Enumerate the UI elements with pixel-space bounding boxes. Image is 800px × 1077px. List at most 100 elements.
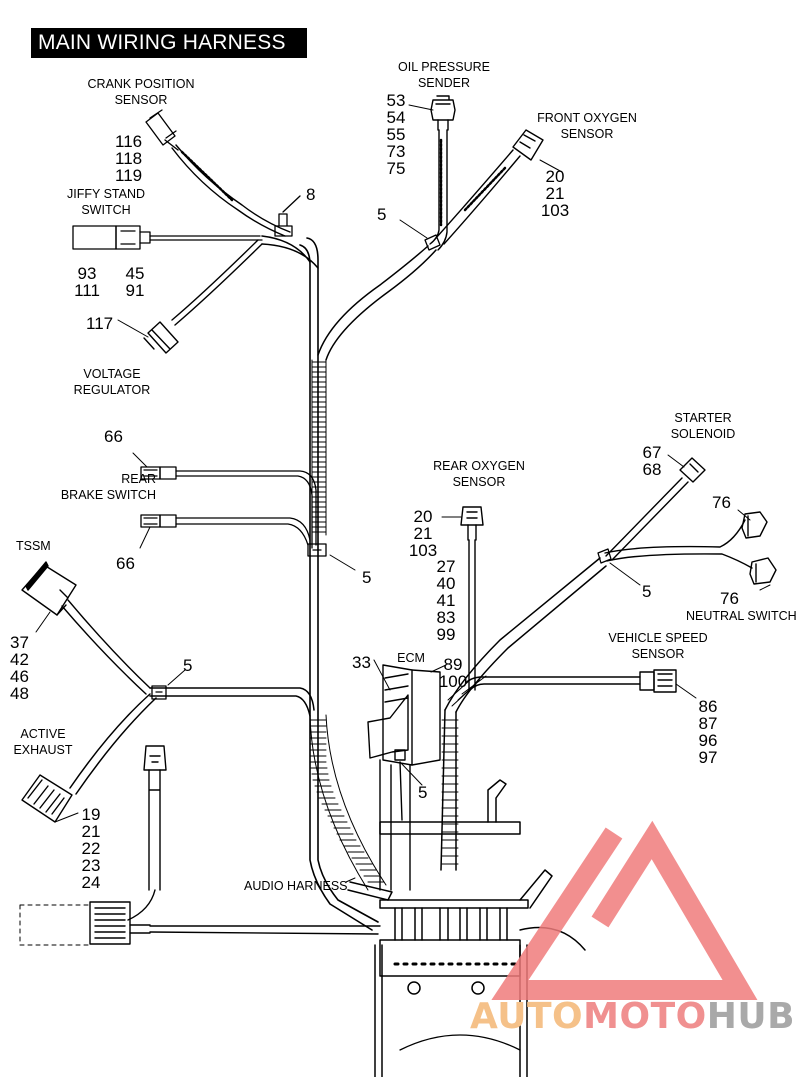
callout-front-oxygen: 20 21 103 bbox=[536, 168, 574, 219]
callout-jiffy-right: 45 91 bbox=[120, 265, 150, 299]
callout-number: 100 bbox=[438, 672, 468, 691]
label-active-exhaust: ACTIVE EXHAUST bbox=[8, 726, 78, 758]
callout-number: 41 bbox=[436, 591, 456, 610]
label-line: SWITCH bbox=[81, 203, 131, 217]
callout-starter: 67 68 bbox=[640, 444, 664, 478]
rear-brake-switch-upper bbox=[132, 452, 317, 549]
callout-number: 99 bbox=[436, 625, 456, 644]
vehicle-speed-sensor bbox=[465, 669, 697, 699]
callout-number: 103 bbox=[408, 541, 438, 560]
label-line: SENSOR bbox=[560, 127, 614, 141]
callout-jiffy-left: 93 111 bbox=[70, 265, 104, 299]
callout-crank: 116 118 119 bbox=[115, 133, 142, 184]
label-line: SENDER bbox=[417, 76, 471, 90]
callout-number: 42 bbox=[10, 650, 29, 669]
callout-89-100: 89 100 bbox=[436, 656, 470, 690]
label-oil-pressure-sender: OIL PRESSURE SENDER bbox=[384, 59, 504, 91]
crank-sensor-wire bbox=[164, 139, 291, 237]
label-line: EXHAUST bbox=[13, 743, 73, 757]
rear-brake-switch-lower bbox=[139, 514, 311, 549]
left-branch bbox=[69, 687, 315, 795]
callout-number: 53 bbox=[386, 91, 406, 110]
callout-number: 55 bbox=[386, 125, 406, 144]
lower-left-connector bbox=[19, 901, 381, 946]
starter-solenoid bbox=[605, 454, 706, 561]
neutral-switch bbox=[604, 509, 777, 591]
callout-number: 73 bbox=[386, 142, 406, 161]
callout-number: 45 bbox=[125, 264, 145, 283]
label-line: REAR bbox=[121, 472, 156, 486]
callout-rear-oxygen: 20 21 103 bbox=[404, 508, 442, 559]
clip-8 bbox=[274, 195, 301, 237]
label-crank-position-sensor: CRANK POSITION SENSOR bbox=[80, 76, 202, 108]
callout-number: 21 bbox=[81, 822, 101, 841]
label-starter-solenoid: STARTER SOLENOID bbox=[652, 410, 754, 442]
oil-pressure-sender bbox=[408, 95, 456, 251]
label-line: SENSOR bbox=[452, 475, 506, 489]
callout-number: 83 bbox=[436, 608, 456, 627]
callout-76-lower: 76 bbox=[720, 589, 739, 608]
callout-number: 24 bbox=[81, 873, 101, 892]
callout-number: 19 bbox=[81, 805, 101, 824]
watermark-logo: AUTOMOTOHUB bbox=[470, 996, 795, 1037]
label-neutral-switch: NEUTRAL SWITCH bbox=[686, 609, 797, 623]
crank-sensor-connector bbox=[145, 109, 177, 146]
callout-76-upper: 76 bbox=[712, 493, 731, 512]
label-voltage-regulator: VOLTAGE REGULATOR bbox=[56, 366, 168, 398]
jiffy-stand-switch bbox=[72, 225, 263, 250]
label-line: SENSOR bbox=[114, 93, 168, 107]
callout-number: 118 bbox=[115, 149, 143, 168]
ecm-module bbox=[367, 659, 447, 891]
callout-number: 116 bbox=[115, 132, 143, 151]
callout-number: 96 bbox=[698, 731, 718, 750]
callout-number: 21 bbox=[545, 184, 565, 203]
rear-oxygen-sensor bbox=[441, 506, 484, 691]
watermark-text-hub: HUB bbox=[706, 996, 796, 1037]
callout-number: 68 bbox=[642, 460, 662, 479]
conduit-lower bbox=[309, 714, 387, 891]
callout-5-front: 5 bbox=[377, 205, 387, 224]
callout-number: 21 bbox=[413, 524, 433, 543]
callout-active-exhaust: 19 21 22 23 24 bbox=[78, 806, 104, 891]
label-line: OIL PRESSURE bbox=[398, 60, 490, 74]
callout-number: 87 bbox=[698, 714, 718, 733]
label-vehicle-speed-sensor: VEHICLE SPEED SENSOR bbox=[602, 630, 714, 662]
label-line: BRAKE SWITCH bbox=[60, 488, 156, 502]
label-rear-oxygen-sensor: REAR OXYGEN SENSOR bbox=[420, 458, 538, 490]
callout-number: 75 bbox=[386, 159, 406, 178]
active-exhaust-connector bbox=[21, 774, 79, 823]
callout-117: 117 bbox=[86, 314, 114, 333]
label-line: CRANK POSITION bbox=[87, 77, 195, 91]
callout-number: 48 bbox=[10, 684, 29, 703]
callout-number: 89 bbox=[443, 655, 463, 674]
callout-number: 91 bbox=[125, 281, 145, 300]
callout-number: 40 bbox=[436, 574, 456, 593]
label-tssm: TSSM bbox=[16, 539, 51, 553]
watermark-triangle bbox=[491, 820, 758, 1000]
label-line: SOLENOID bbox=[670, 427, 736, 441]
callout-33: 33 bbox=[352, 653, 371, 672]
callout-vss: 86 87 96 97 bbox=[694, 698, 722, 766]
callout-number: 103 bbox=[540, 201, 570, 220]
label-line: JIFFY STAND bbox=[66, 187, 145, 201]
label-rear-brake-switch: REAR BRAKE SWITCH bbox=[50, 471, 156, 503]
label-line: ACTIVE bbox=[20, 727, 66, 741]
label-line: REAR OXYGEN bbox=[433, 459, 525, 473]
callout-number: 97 bbox=[698, 748, 718, 767]
clip-right bbox=[597, 548, 641, 586]
callout-oil-pressure: 53 54 55 73 75 bbox=[380, 92, 412, 177]
label-line: STARTER bbox=[674, 411, 732, 425]
callout-5-right: 5 bbox=[642, 582, 652, 601]
front-branch bbox=[261, 235, 437, 361]
front-oxygen-sensor bbox=[435, 129, 563, 245]
audio-connector bbox=[127, 745, 167, 921]
callout-66-lower: 66 bbox=[116, 554, 135, 573]
callout-5-mid: 5 bbox=[362, 568, 372, 587]
label-line: FRONT OXYGEN bbox=[537, 111, 637, 125]
label-line: SENSOR bbox=[631, 647, 685, 661]
watermark-text-moto: MOTO bbox=[583, 996, 707, 1037]
label-jiffy-stand-switch: JIFFY STAND SWITCH bbox=[54, 186, 158, 218]
callout-5-left: 5 bbox=[183, 656, 193, 675]
label-line: REGULATOR bbox=[73, 383, 151, 397]
